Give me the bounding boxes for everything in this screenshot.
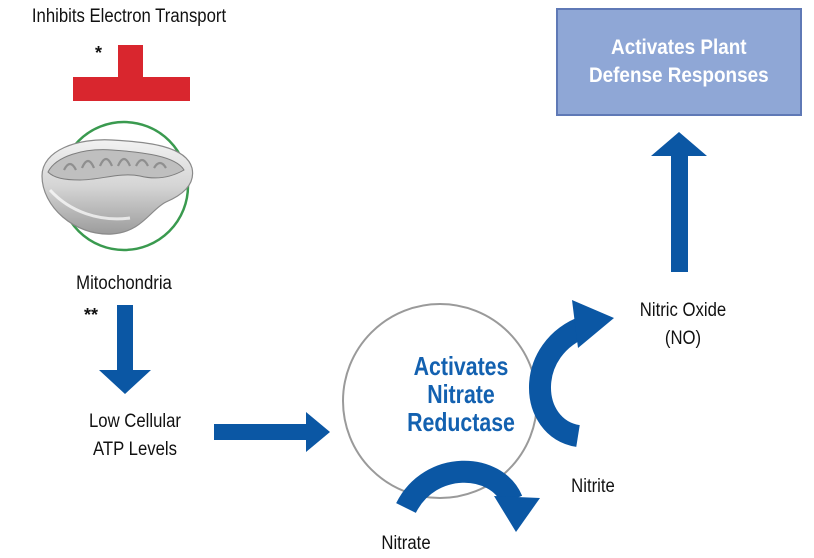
curved-arrow-nitrite-to-no: [529, 300, 614, 447]
single-asterisk: *: [95, 43, 103, 63]
nitric-oxide-line1: Nitric Oxide: [639, 300, 727, 321]
nitric-oxide-label: Nitric Oxide (NO): [617, 297, 749, 352]
nitrate-reductase-text: Activates Nitrate Reductase: [383, 352, 539, 436]
center-line3: Reductase: [407, 407, 515, 438]
right-arrow: [214, 412, 330, 452]
defense-line1: Activates Plant: [611, 35, 747, 59]
inhibitor-bar: [73, 45, 190, 101]
center-line2: Nitrate: [427, 379, 495, 410]
nitric-oxide-line2: (NO): [664, 327, 702, 349]
defense-responses-box: Activates Plant Defense Responses: [556, 8, 802, 116]
center-line1: Activates: [413, 351, 509, 381]
down-arrow: [99, 305, 151, 394]
mitochondria-label: Mitochondria: [76, 273, 172, 294]
low-atp-line2: ATP Levels: [93, 438, 177, 460]
nitrite-label: Nitrite: [571, 476, 615, 497]
low-atp-label: Low Cellular ATP Levels: [69, 408, 201, 463]
double-asterisk: **: [84, 305, 99, 325]
inhibits-electron-transport-label: Inhibits Electron Transport: [31, 6, 227, 27]
low-atp-line1: Low Cellular: [88, 411, 181, 432]
defense-responses-text: Activates Plant Defense Responses: [589, 34, 769, 91]
up-arrow: [651, 132, 707, 272]
mitochondria-image: [41, 120, 194, 252]
defense-line2: Defense Responses: [589, 64, 769, 87]
nitrate-label: Nitrate: [381, 533, 431, 554]
curved-arrow-nitrate: [396, 460, 540, 532]
